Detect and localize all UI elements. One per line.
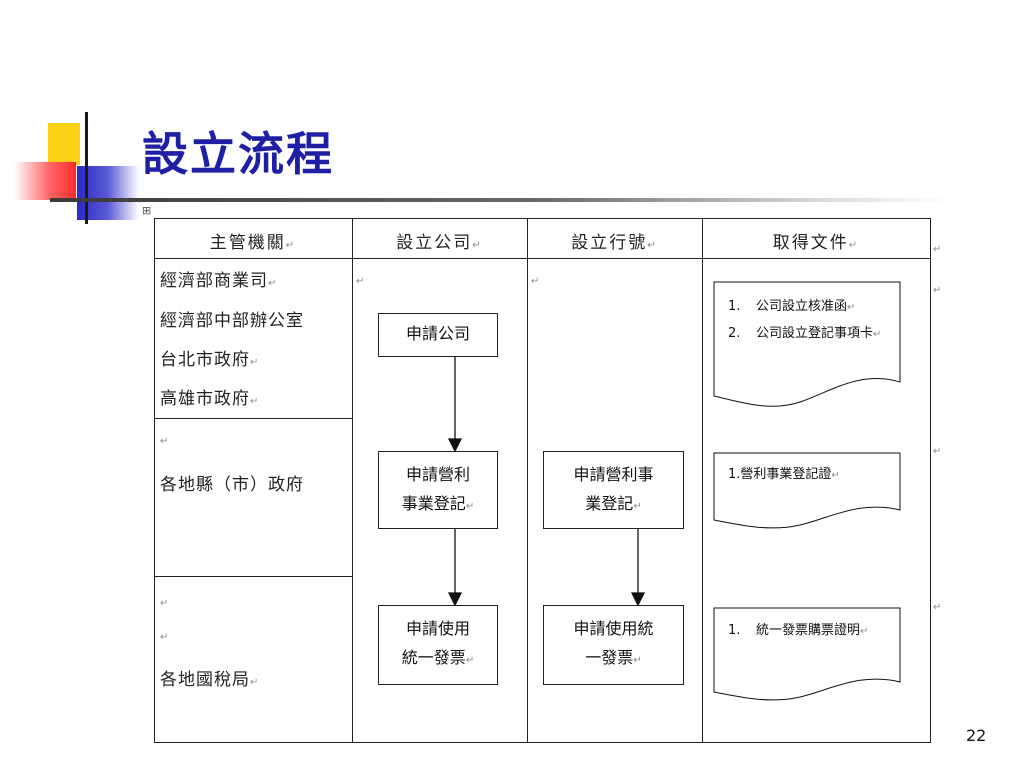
header-documents: 取得文件↵ bbox=[772, 233, 860, 253]
table-col-divider-2 bbox=[527, 218, 528, 743]
table-border-right bbox=[930, 218, 931, 743]
table-anchor-icon[interactable]: ⊞ bbox=[142, 204, 152, 217]
documents-list-3: 1.統一發票購票證明↵ bbox=[728, 618, 878, 645]
authority-item: 各地國稅局↵ bbox=[160, 670, 260, 690]
authority-row-divider-1 bbox=[154, 418, 352, 419]
title-underline bbox=[50, 198, 950, 202]
authority-item: 經濟部商業司↵ bbox=[160, 271, 278, 291]
document-item: 2.公司設立登記事項卡↵ bbox=[728, 326, 882, 341]
document-item: 1.統一發票購票證明↵ bbox=[728, 623, 869, 638]
paragraph-mark: ↵ bbox=[933, 446, 942, 457]
paragraph-mark: ↵ bbox=[356, 276, 365, 287]
paragraph-mark: ↵ bbox=[160, 632, 169, 643]
document-shape-2 bbox=[713, 452, 901, 529]
authority-item: 經濟部中部辦公室 bbox=[160, 311, 304, 331]
header-company: 設立公司↵ bbox=[396, 233, 483, 253]
paragraph-mark: ↵ bbox=[531, 276, 540, 287]
paragraph-mark: ↵ bbox=[160, 436, 169, 447]
decor-vertical-line bbox=[85, 112, 88, 224]
arrow-head-business-1 bbox=[630, 592, 646, 607]
slide-title: 設立流程 bbox=[142, 127, 334, 181]
paragraph-mark: ↵ bbox=[933, 244, 942, 255]
header-business: 設立行號↵ bbox=[571, 233, 658, 253]
table-header-rule bbox=[154, 258, 931, 259]
documents-list-2: 1.營利事業登記證↵ bbox=[728, 462, 898, 489]
slide-number: 22 bbox=[966, 726, 987, 745]
arrow-head-company-2 bbox=[447, 592, 463, 607]
document-item: 1.營利事業登記證↵ bbox=[728, 467, 840, 482]
decor-yellow-square bbox=[48, 123, 80, 165]
table-col-divider-1 bbox=[352, 218, 353, 743]
table-border-left bbox=[154, 218, 155, 743]
authority-item: 高雄市政府↵ bbox=[160, 389, 260, 409]
company-step-business-registration[interactable]: 申請營利事業登記↵ bbox=[378, 451, 498, 529]
authority-item: 台北市政府↵ bbox=[160, 350, 260, 370]
documents-list-1: 1.公司設立核准函↵ 2.公司設立登記事項卡↵ bbox=[728, 294, 888, 348]
table-border-top bbox=[154, 218, 931, 219]
business-step-registration[interactable]: 申請營利事業登記↵ bbox=[543, 451, 684, 529]
table-border-bottom bbox=[154, 742, 931, 743]
business-step-invoice[interactable]: 申請使用統一發票↵ bbox=[543, 605, 684, 685]
company-step-invoice[interactable]: 申請使用統一發票↵ bbox=[378, 605, 498, 685]
authority-row-divider-2 bbox=[154, 576, 352, 577]
document-shape-3 bbox=[713, 607, 901, 701]
document-item: 1.公司設立核准函↵ bbox=[728, 299, 856, 314]
authority-item: 各地縣（市）政府 bbox=[160, 475, 304, 495]
table-col-divider-3 bbox=[702, 218, 703, 743]
arrow-head-company-1 bbox=[447, 438, 463, 453]
paragraph-mark: ↵ bbox=[933, 285, 942, 296]
document-shape-1 bbox=[713, 281, 901, 407]
decor-red-square bbox=[14, 162, 76, 200]
header-authority: 主管機關↵ bbox=[209, 233, 297, 253]
paragraph-mark: ↵ bbox=[160, 598, 169, 609]
paragraph-mark: ↵ bbox=[933, 602, 942, 613]
company-step-apply-company[interactable]: 申請公司 bbox=[378, 313, 498, 357]
